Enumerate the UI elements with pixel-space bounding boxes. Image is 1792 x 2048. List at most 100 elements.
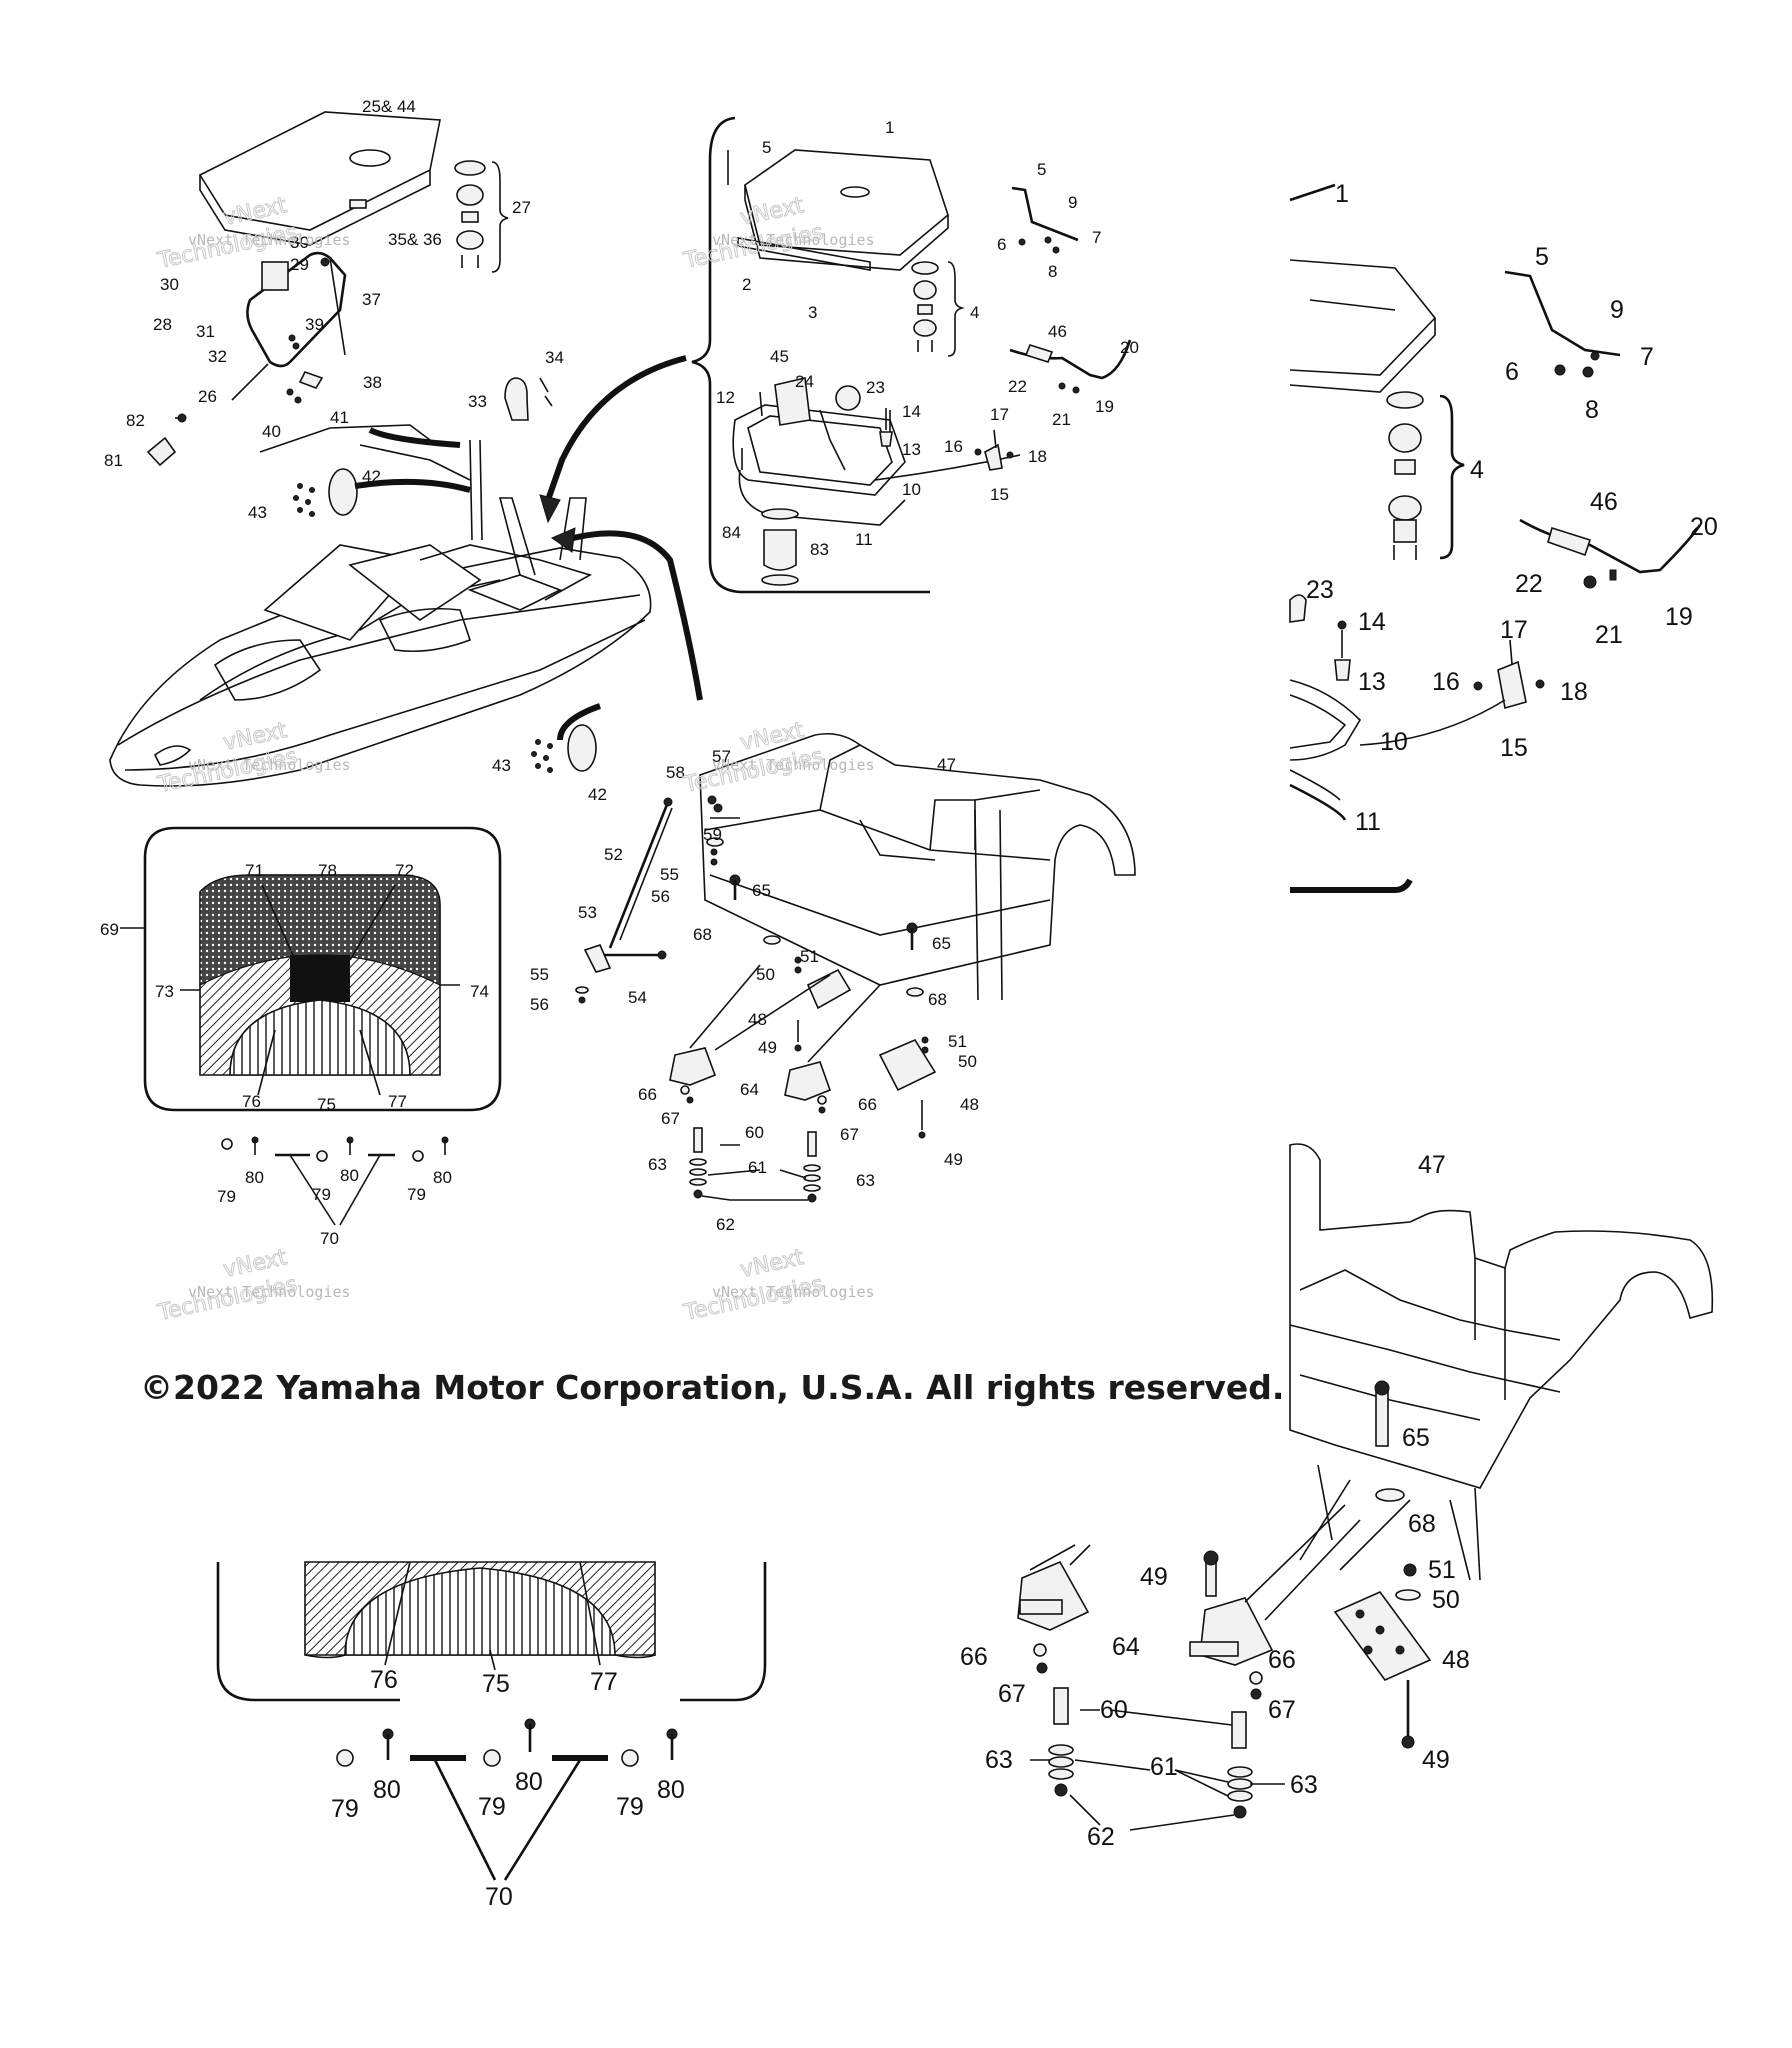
callout-59: 59 (703, 825, 722, 844)
callout-41: 41 (330, 408, 349, 427)
watermark-text: vNext Technologies (712, 1283, 875, 1301)
callout-49: 49 (758, 1038, 777, 1057)
watermark-text: vNext Technologies (188, 231, 351, 249)
callout-17: 17 (990, 405, 1009, 424)
callout-82: 82 (126, 411, 145, 430)
callout-16: 16 (944, 437, 963, 456)
callout-38: 38 (363, 373, 382, 392)
callout-51-zoom: 51 (1428, 1556, 1456, 1584)
callout-21: 21 (1052, 410, 1071, 429)
callout-1-zoom: 1 (1335, 180, 1349, 208)
callout-57: 57 (712, 747, 731, 766)
callout-13: 13 (902, 440, 921, 459)
zoom-section-crop (216, 1561, 767, 1881)
zoom-seat-base-crop (1017, 1143, 1714, 1831)
callout-68b: 68 (928, 990, 947, 1009)
callout-19: 19 (1095, 397, 1114, 416)
callout-7: 7 (1092, 228, 1101, 247)
callout-6-zoom: 6 (1505, 358, 1519, 386)
callout-62: 62 (716, 1215, 735, 1234)
boat-hull (109, 439, 652, 787)
callout-63b: 63 (856, 1171, 875, 1190)
callout-80-zoom-c: 80 (657, 1776, 685, 1804)
callout-79-zoom-b: 79 (478, 1793, 506, 1821)
callout-20: 20 (1120, 338, 1139, 357)
callout-60: 60 (745, 1123, 764, 1142)
callout-4: 4 (970, 303, 979, 322)
callout-29: 29 (290, 255, 309, 274)
side-cover-group (293, 468, 597, 773)
callout-75: 75 (317, 1095, 336, 1114)
callout-68-zoom: 68 (1408, 1510, 1436, 1538)
callout-8-zoom: 8 (1585, 396, 1599, 424)
callout-79-a: 79 (217, 1187, 236, 1206)
callout-18: 18 (1028, 447, 1047, 466)
callout-65-zoom: 65 (1402, 1424, 1430, 1452)
callout-53: 53 (578, 903, 597, 922)
callout-48b: 48 (960, 1095, 979, 1114)
callout-48: 48 (748, 1010, 767, 1029)
callout-68: 68 (693, 925, 712, 944)
callout-72: 72 (395, 861, 414, 880)
callout-76: 76 (242, 1092, 261, 1111)
callout-70: 70 (320, 1229, 339, 1248)
flow-arrows (354, 355, 703, 741)
callout-65: 65 (752, 881, 771, 900)
zoom-storage-crop (1289, 183, 1702, 893)
callout-3: 3 (808, 303, 817, 322)
callout-67-zoom: 67 (998, 1680, 1026, 1708)
callout-78: 78 (318, 861, 337, 880)
callout-14: 14 (902, 402, 921, 421)
callout-23: 23 (866, 378, 885, 397)
callout-79-b: 79 (312, 1185, 331, 1204)
callout-55b: 55 (530, 965, 549, 984)
callout-67b: 67 (840, 1125, 859, 1144)
seat-cushion-group (146, 111, 553, 481)
callout-50-zoom: 50 (1432, 1586, 1460, 1614)
callout-46: 46 (1048, 322, 1067, 341)
callout-35-36: 35& 36 (388, 230, 442, 249)
callout-11-zoom: 11 (1355, 808, 1381, 836)
callout-49-zoom: 49 (1140, 1563, 1168, 1591)
callout-81: 81 (104, 451, 123, 470)
callout-70-zoom: 70 (485, 1883, 513, 1911)
copyright-notice: ©2022 Yamaha Motor Corporation, U.S.A. A… (140, 1368, 1285, 1407)
callout-80-b: 80 (340, 1166, 359, 1185)
callout-34: 34 (545, 348, 564, 367)
callout-33: 33 (468, 392, 487, 411)
cross-section-panel (120, 826, 502, 1226)
callout-9: 9 (1068, 193, 1077, 212)
callout-19-zoom: 19 (1665, 603, 1693, 631)
callout-14-zoom: 14 (1358, 608, 1386, 636)
callout-5b: 5 (1037, 160, 1046, 179)
callout-79-zoom-a: 79 (331, 1795, 359, 1823)
callout-49b-zoom: 49 (1422, 1746, 1450, 1774)
callout-65b: 65 (932, 934, 951, 953)
watermark-text: vNext Technologies (712, 756, 875, 774)
callout-56b: 56 (530, 995, 549, 1014)
callout-79-c: 79 (407, 1185, 426, 1204)
callout-10-zoom: 10 (1380, 728, 1408, 756)
callout-4-zoom: 4 (1470, 456, 1484, 484)
callout-80-c: 80 (433, 1168, 452, 1187)
callout-73: 73 (155, 982, 174, 1001)
callout-11: 11 (855, 530, 873, 549)
callout-75-zoom: 75 (482, 1670, 510, 1698)
callout-24: 24 (795, 372, 814, 391)
callout-55: 55 (660, 865, 679, 884)
callout-80-a: 80 (245, 1168, 264, 1187)
callout-30-top: 30 (290, 233, 309, 252)
callout-5: 5 (762, 138, 771, 157)
callout-66b: 66 (858, 1095, 877, 1114)
callout-27: 27 (512, 198, 531, 217)
callout-8: 8 (1048, 262, 1057, 281)
watermarks: vNext Technologies vNext Technologies vN… (155, 192, 875, 1326)
callout-25-44: 25& 44 (362, 97, 416, 116)
callout-21-zoom: 21 (1595, 621, 1623, 649)
callout-40: 40 (262, 422, 281, 441)
callout-71: 71 (245, 861, 264, 880)
callout-20-zoom: 20 (1690, 513, 1718, 541)
callout-66: 66 (638, 1085, 657, 1104)
callout-49b: 49 (944, 1150, 963, 1169)
callout-22-zoom: 22 (1515, 570, 1543, 598)
